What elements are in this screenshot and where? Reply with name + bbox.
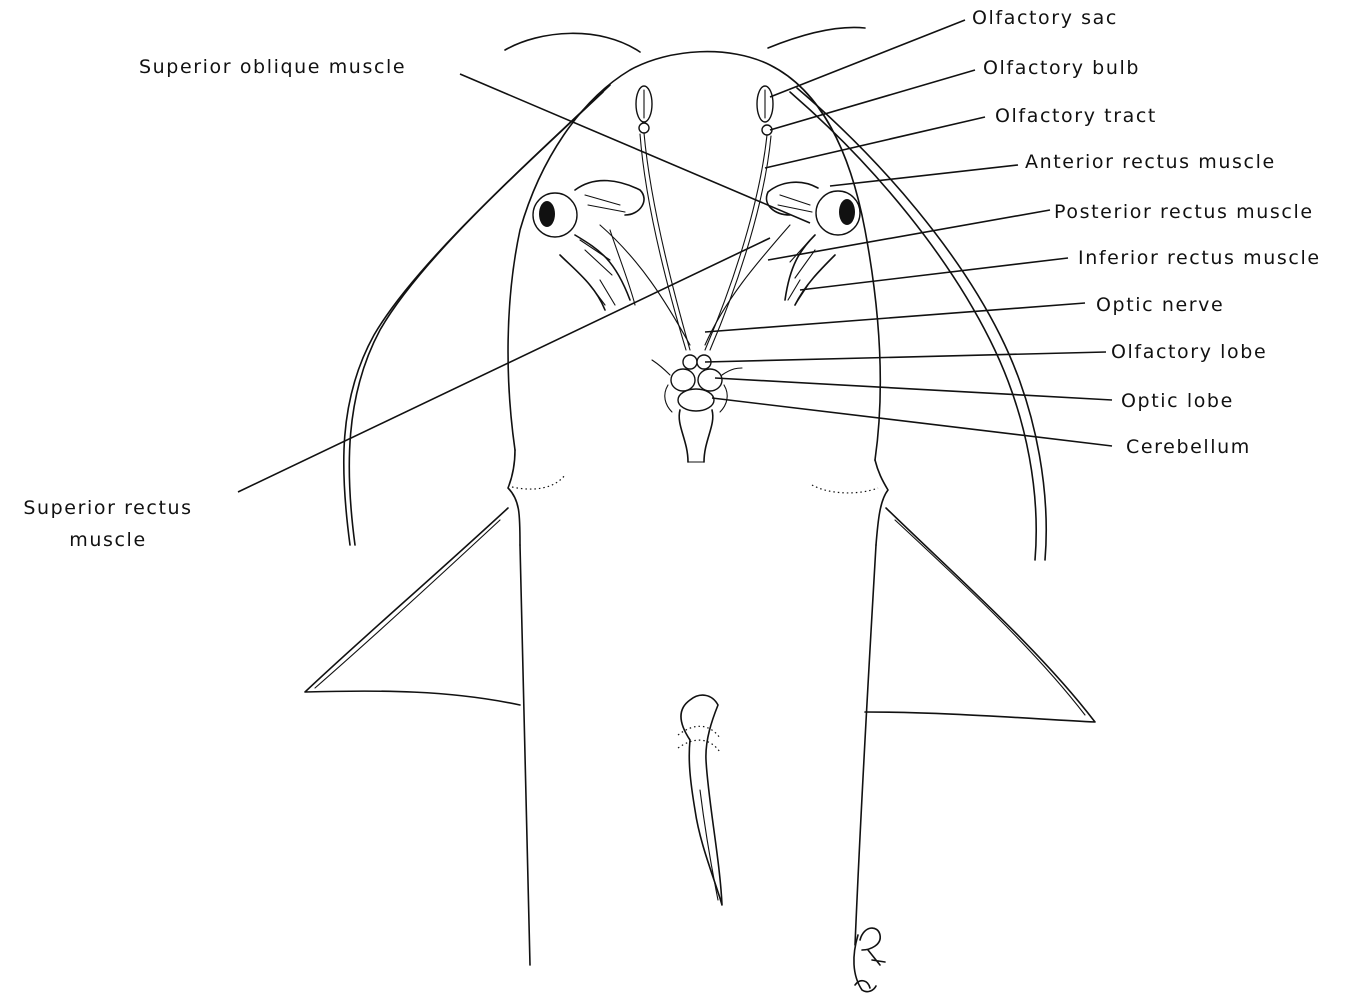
right-barbel-long: [790, 92, 1036, 560]
leader-olfactory-lobe: [705, 352, 1106, 362]
leader-optic-nerve: [705, 303, 1085, 332]
optic-lobe-left: [671, 369, 695, 391]
body-left-side: [520, 545, 530, 965]
leader-posterior-rectus: [768, 210, 1050, 260]
label-cerebellum: Cerebellum: [1126, 438, 1251, 457]
cerebellum-shape: [678, 389, 714, 411]
olfactory-tract-right: [705, 135, 767, 350]
olfactory-lobe-left: [683, 355, 697, 369]
right-pectoral-fin: [865, 508, 1095, 722]
label-posterior-rectus: Posterior rectus muscle: [1054, 203, 1314, 222]
label-inferior-rectus: Inferior rectus muscle: [1078, 249, 1321, 268]
label-superior-oblique: Superior oblique muscle: [139, 58, 406, 77]
leader-olfactory-tract: [765, 117, 985, 168]
olfactory-tract-left: [644, 133, 690, 350]
leader-optic-lobe: [715, 378, 1112, 400]
label-anterior-rectus: Anterior rectus muscle: [1025, 153, 1276, 172]
leader-olfactory-bulb: [770, 70, 975, 130]
label-optic-lobe: Optic lobe: [1121, 392, 1234, 411]
leader-cerebellum: [712, 398, 1112, 446]
left-barbel-long: [349, 85, 610, 545]
label-olfactory-lobe: Olfactory lobe: [1111, 343, 1267, 362]
leader-olfactory-sac: [770, 20, 965, 97]
medulla: [679, 410, 713, 462]
label-superior-rectus: Superior rectus muscle: [8, 492, 208, 556]
optic-nerve-left: [600, 225, 690, 345]
right-barbel: [768, 27, 865, 48]
label-olfactory-sac: Olfactory sac: [972, 9, 1118, 28]
olfactory-bulb-left: [639, 123, 649, 133]
optic-lobe-right: [698, 369, 722, 391]
label-superior-rectus-line2: muscle: [8, 524, 208, 556]
left-pectoral-fin: [305, 508, 520, 705]
label-olfactory-bulb: Olfactory bulb: [983, 59, 1140, 78]
label-superior-rectus-line1: Superior rectus: [8, 492, 208, 524]
label-optic-nerve: Optic nerve: [1096, 296, 1224, 315]
signature-monogram: [854, 928, 885, 992]
left-barbel: [505, 33, 640, 52]
leader-inferior-rectus: [800, 258, 1068, 290]
label-olfactory-tract: Olfactory tract: [995, 107, 1157, 126]
leader-anterior-rectus: [830, 165, 1018, 186]
body-right-side: [855, 545, 876, 945]
